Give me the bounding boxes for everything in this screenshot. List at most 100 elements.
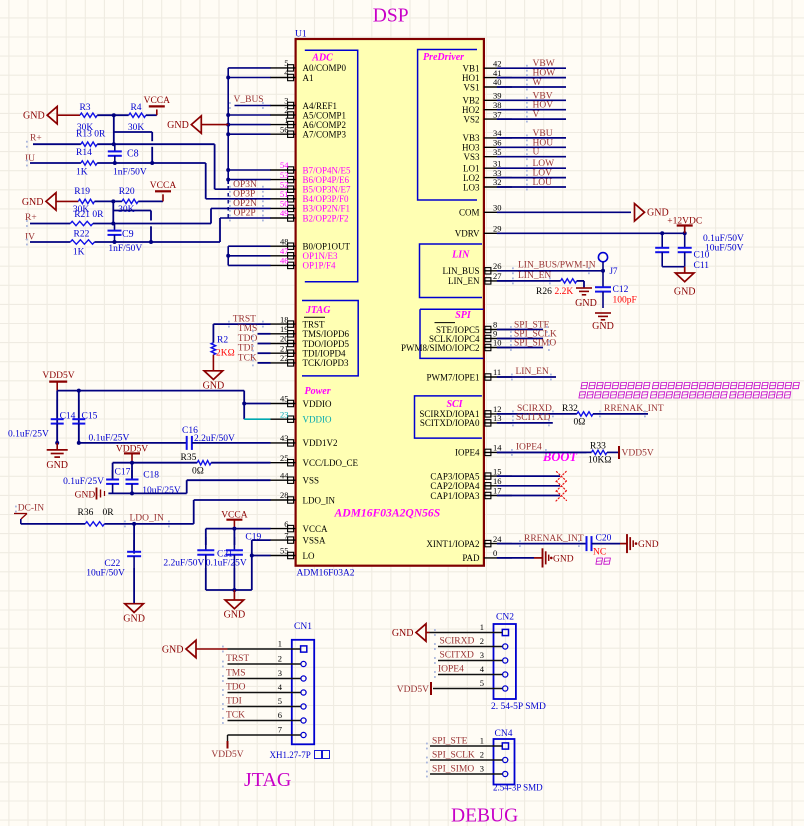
svg-text:7: 7 (278, 725, 282, 735)
svg-text:C19: C19 (245, 533, 261, 543)
svg-text:10uF/50V: 10uF/50V (705, 244, 744, 254)
svg-text:CN1: CN1 (294, 622, 312, 632)
svg-text:A0/COMP0: A0/COMP0 (303, 63, 347, 73)
svg-text:HO2: HO2 (462, 105, 480, 115)
svg-text:LIN_BUS/PWM-IN: LIN_BUS/PWM-IN (518, 261, 596, 271)
svg-text:SCITXD: SCITXD (440, 651, 474, 661)
svg-text:R4: R4 (130, 103, 141, 113)
svg-text:SCIRXD: SCIRXD (517, 404, 552, 414)
svg-text:51: 51 (280, 189, 289, 199)
svg-text:13: 13 (493, 413, 502, 423)
svg-text:54: 54 (280, 160, 289, 170)
svg-text:50: 50 (280, 199, 289, 209)
svg-text:17: 17 (493, 486, 502, 496)
svg-text:LIN_EN: LIN_EN (448, 276, 480, 286)
svg-text:0: 0 (493, 548, 497, 558)
svg-text:1K: 1K (76, 168, 88, 178)
svg-text:TDI/IOPD4: TDI/IOPD4 (303, 349, 346, 359)
svg-text:0.1uF/25V: 0.1uF/25V (89, 434, 130, 444)
svg-text:VDDIO: VDDIO (303, 415, 332, 425)
svg-text:BOOT: BOOT (542, 450, 578, 464)
svg-text:SPI_SCLK: SPI_SCLK (432, 751, 475, 761)
svg-text:8: 8 (493, 320, 497, 330)
svg-text:B0/OP1OUT: B0/OP1OUT (303, 242, 351, 252)
svg-text:39: 39 (493, 91, 502, 101)
svg-text:R+: R+ (25, 213, 37, 223)
svg-text:R36: R36 (78, 508, 94, 518)
svg-text:HOV: HOV (533, 101, 554, 111)
svg-text:GND: GND (553, 554, 574, 564)
svg-text:GND: GND (647, 208, 669, 219)
svg-text:A7/COMP3: A7/COMP3 (303, 130, 347, 140)
svg-text:R+: R+ (30, 133, 42, 143)
svg-text:VBW: VBW (533, 59, 555, 69)
svg-text:TDO/IOPD5: TDO/IOPD5 (303, 339, 350, 349)
svg-text:GND: GND (638, 540, 659, 550)
svg-text:VS1: VS1 (463, 82, 479, 92)
svg-text:IOPE4: IOPE4 (438, 665, 464, 675)
svg-text:40: 40 (493, 77, 502, 87)
svg-text:VCCA: VCCA (221, 511, 248, 521)
svg-text:37: 37 (493, 109, 502, 119)
svg-text:30K: 30K (73, 205, 90, 215)
svg-text:+12VDC: +12VDC (667, 216, 702, 226)
svg-text:SPI_SCLK: SPI_SCLK (514, 329, 557, 339)
svg-text:VDD5V: VDD5V (211, 750, 243, 760)
svg-text:TRST: TRST (226, 654, 249, 664)
svg-text:2. 54-5P SMD: 2. 54-5P SMD (491, 702, 546, 712)
svg-text:R2: R2 (217, 336, 228, 346)
svg-text:0.1uF/25V: 0.1uF/25V (63, 477, 104, 487)
svg-text:24: 24 (493, 534, 502, 544)
svg-text:1nF/50V: 1nF/50V (113, 167, 147, 177)
svg-text:TCK: TCK (226, 711, 245, 721)
svg-text:R26: R26 (536, 287, 552, 297)
svg-text:C21: C21 (217, 550, 233, 560)
svg-text:VBV: VBV (533, 91, 553, 101)
svg-text:PWM7/IOPE1: PWM7/IOPE1 (426, 372, 479, 382)
svg-text:5: 5 (278, 696, 282, 706)
svg-text:B6/OP4P/E6: B6/OP4P/E6 (303, 175, 350, 185)
svg-text:C17: C17 (115, 467, 131, 477)
svg-text:0.1uF/25V: 0.1uF/25V (8, 430, 49, 440)
svg-text:XH1.27-7P: XH1.27-7P (270, 750, 311, 760)
svg-text:3: 3 (278, 668, 282, 678)
svg-text:W: W (533, 78, 542, 88)
svg-text:0.1uF/25V: 0.1uF/25V (206, 559, 247, 569)
svg-text:33: 33 (493, 168, 502, 178)
svg-text:A4/REF1: A4/REF1 (303, 101, 338, 111)
svg-text:VBU: VBU (533, 129, 553, 139)
svg-text:C16: C16 (182, 426, 198, 436)
svg-text:5: 5 (284, 58, 288, 68)
svg-text:30K: 30K (128, 123, 145, 133)
svg-text:CAP2/IOPA4: CAP2/IOPA4 (430, 481, 480, 491)
svg-text:SPI_SIMO: SPI_SIMO (432, 765, 474, 775)
svg-text:PWM8/SIMO/IOPC2: PWM8/SIMO/IOPC2 (401, 343, 480, 353)
svg-text:SCITXD: SCITXD (516, 413, 550, 423)
svg-text:OP1P/F4: OP1P/F4 (303, 261, 337, 271)
svg-text:VS2: VS2 (463, 114, 479, 124)
svg-text:38: 38 (493, 100, 502, 110)
svg-text:GND: GND (162, 644, 184, 655)
svg-text:U: U (533, 148, 540, 158)
svg-text:10uF/50V: 10uF/50V (86, 569, 125, 579)
svg-text:100pF: 100pF (613, 296, 637, 306)
svg-text:25: 25 (280, 453, 289, 463)
svg-text:VSS: VSS (303, 476, 320, 486)
svg-text:LO1: LO1 (463, 164, 480, 174)
svg-text:21: 21 (280, 343, 289, 353)
svg-text:1: 1 (278, 639, 282, 649)
svg-text:2KΩ: 2KΩ (216, 349, 235, 359)
svg-text:NC: NC (593, 548, 606, 558)
svg-text:Power: Power (305, 386, 331, 397)
svg-text:28: 28 (280, 490, 289, 500)
svg-text:SPI_STE: SPI_STE (432, 737, 468, 747)
svg-text:9: 9 (493, 329, 497, 339)
svg-text:TCK: TCK (238, 353, 257, 363)
svg-text:2.2K: 2.2K (555, 287, 574, 297)
svg-text:IV: IV (25, 233, 35, 243)
svg-text:DSP: DSP (373, 6, 409, 27)
svg-text:VDDIO: VDDIO (303, 399, 332, 409)
svg-text:26: 26 (493, 261, 502, 271)
svg-text:TDO: TDO (238, 334, 258, 344)
svg-text:CAP3/IOPA5: CAP3/IOPA5 (430, 471, 480, 481)
